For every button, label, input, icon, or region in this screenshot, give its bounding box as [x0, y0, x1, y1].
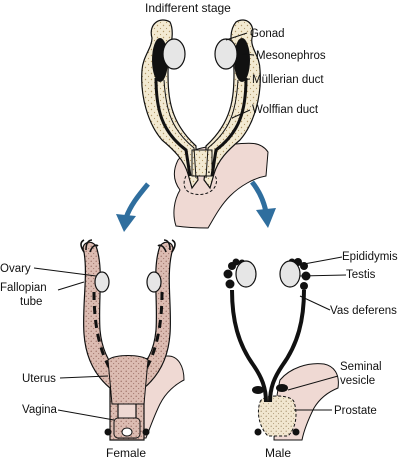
label-seminal-vesicle-1: Seminal: [340, 361, 382, 373]
vaginal-remnant: [121, 427, 133, 437]
label-testis: Testis: [346, 269, 376, 281]
uterus-body: [107, 355, 149, 405]
vas-deferens-left: [230, 289, 268, 403]
female-leader-lines: [33, 267, 115, 421]
seminal-vesicle-left: [252, 386, 264, 394]
male-figure: [223, 258, 339, 441]
label-ovary: Ovary: [0, 263, 31, 275]
stage-title-indifferent: Indifferent stage: [145, 1, 231, 15]
vas-deferens-right: [268, 289, 306, 403]
arrow-to-male: [250, 180, 276, 228]
gonad-left: [162, 38, 186, 70]
label-gonad: Gonad: [250, 28, 285, 40]
ovary-right: [146, 271, 162, 293]
testis-left: [235, 260, 257, 288]
fimbriae-left: [80, 239, 99, 253]
stage-title-female: Female: [106, 446, 146, 460]
male-dot-left: [254, 428, 262, 436]
mullerian-duct-right: [205, 79, 239, 179]
seminal-vesicle-right: [276, 384, 288, 392]
arrow-to-female: [116, 182, 150, 232]
label-fallopian-tube-2: tube: [20, 296, 42, 308]
female-dot-left: [104, 428, 112, 436]
label-vagina: Vagina: [22, 404, 58, 416]
female-figure: [80, 239, 185, 441]
label-mesonephros: Mesonephros: [256, 50, 326, 62]
indifferent-stage-figure: [141, 19, 269, 229]
female-dot-right: [142, 428, 150, 436]
wolffian-duct-right: [210, 77, 248, 177]
label-epididymis: Epididymis: [342, 251, 398, 263]
testis-right: [279, 260, 301, 288]
label-wolffian-duct: Wolffian duct: [252, 104, 319, 116]
stage-title-male: Male: [265, 446, 291, 460]
male-dot-right: [292, 428, 300, 436]
label-vas-deferens: Vas deferens: [330, 305, 397, 317]
regressed-wolffian-right: [140, 291, 164, 393]
indifferent-leader-lines: [225, 32, 255, 119]
label-fallopian-tube-1: Fallopian: [0, 282, 47, 294]
prostate-shape: [257, 395, 297, 437]
ovary-left: [94, 271, 110, 293]
fimbriae-right: [157, 239, 176, 253]
wolffian-duct-left: [154, 77, 192, 177]
regressed-wolffian-left: [92, 291, 116, 393]
mullerian-duct-left: [163, 79, 197, 179]
sinus-dashed-outline: [183, 171, 217, 195]
label-uterus: Uterus: [22, 373, 56, 385]
mesonephros-right: [234, 38, 250, 82]
male-leader-lines: [287, 256, 347, 411]
gonad-right: [214, 38, 238, 70]
label-mullerian-duct: Müllerian duct: [252, 74, 324, 86]
label-seminal-vesicle-2: vesicle: [340, 375, 375, 387]
label-prostate: Prostate: [334, 405, 377, 417]
